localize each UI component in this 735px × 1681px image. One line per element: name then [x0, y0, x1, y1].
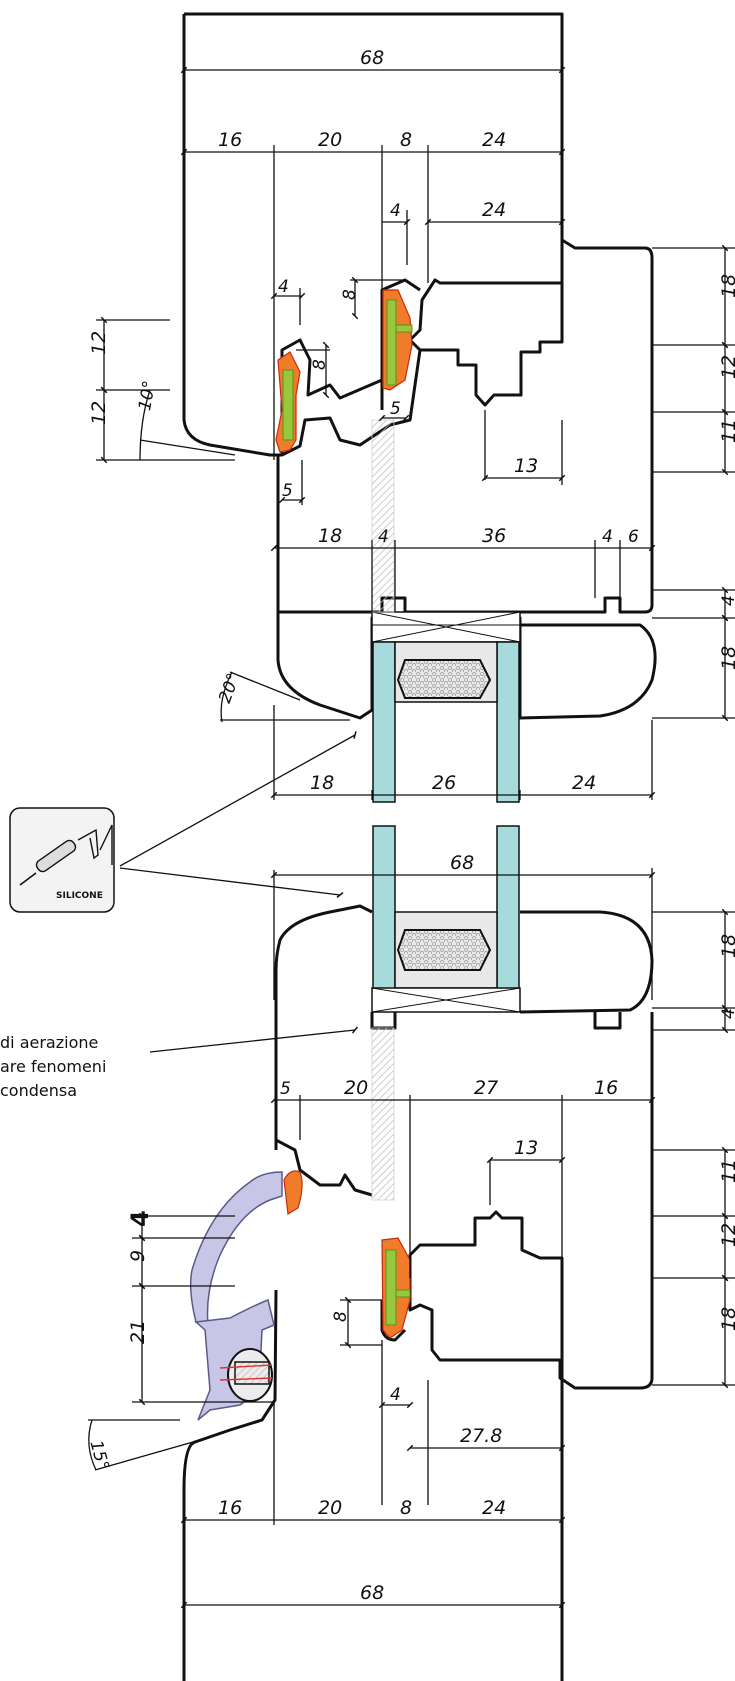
top-angle-20: 20°	[215, 671, 244, 706]
bottom-dimensions	[88, 868, 735, 1609]
bottom-row-16: 16	[218, 1497, 242, 1519]
top-row3-36: 36	[482, 525, 506, 547]
bottom-dimension-labels: 68 18 4 5 20 27 16 13 11 12 18 4 9 21 8 …	[85, 852, 735, 1604]
top-sash-profile	[276, 278, 657, 720]
bottom-dim-20: 20	[344, 1077, 368, 1099]
top-right-18: 18	[718, 274, 735, 298]
top-bottom-26: 26	[432, 772, 456, 794]
bottom-dim-16: 16	[594, 1077, 618, 1099]
top-dim-20: 20	[318, 129, 342, 151]
bottom-angle-15: 15°	[85, 1438, 112, 1472]
bottom-right-11: 11	[718, 1159, 735, 1183]
bottom-dim-27: 27	[474, 1077, 498, 1099]
top-overall-68: 68	[360, 47, 384, 69]
glass-pane-inner-top	[496, 641, 520, 803]
bottom-right-12: 12	[718, 1223, 735, 1247]
top-frame-profile	[182, 12, 654, 614]
top-row3-4a: 4	[378, 527, 389, 547]
bottom-right-18: 18	[718, 934, 735, 958]
bottom-dim-5: 5	[280, 1079, 291, 1099]
top-dim-5a: 5	[390, 399, 401, 419]
bottom-overall-68b: 68	[360, 1582, 384, 1604]
top-angle-10: 10°	[135, 379, 160, 412]
top-row3-6: 6	[628, 527, 639, 547]
vent-channel-top	[371, 419, 395, 613]
bottom-right-18b: 18	[718, 1307, 735, 1331]
top-row3-4b: 4	[602, 527, 613, 547]
top-dim-5b: 5	[282, 481, 293, 501]
top-dim-8: 8	[400, 129, 412, 151]
bottom-glazing-unit	[371, 825, 521, 1013]
top-right-4: 4	[719, 595, 735, 606]
top-glazing-unit	[371, 611, 521, 803]
top-right-12: 12	[718, 355, 735, 379]
top-gasket-set	[275, 289, 413, 453]
silicone-callout: SILICONE	[9, 731, 357, 913]
top-dim-13: 13	[514, 455, 538, 477]
top-bottom-24: 24	[572, 772, 596, 794]
top-dimension-labels: 68 16 20 8 24 24 4 4 8 8 5 5 13 12 12 10…	[88, 47, 735, 794]
top-dim-16: 16	[218, 129, 242, 151]
top-right-11: 11	[718, 419, 735, 443]
vent-channel-bottom	[371, 1027, 395, 1201]
bottom-frame-profile	[182, 1028, 564, 1681]
bottom-dim-4: 4	[390, 1385, 401, 1405]
top-dim-4b: 4	[278, 277, 289, 297]
top-dim-24: 24	[482, 129, 506, 151]
bottom-gasket-set	[283, 1170, 411, 1339]
bottom-dim-27-8: 27.8	[460, 1425, 502, 1447]
bottom-left-21: 21	[127, 1320, 149, 1344]
top-dim-8a: 8	[340, 289, 360, 300]
silicone-gun-icon	[19, 824, 113, 886]
vent-note-line1: di aerazione	[0, 1033, 98, 1052]
bottom-dim-8: 8	[331, 1311, 351, 1322]
bottom-right-4: 4	[719, 1008, 735, 1019]
vent-note-callout: di aerazione are fenomeni condensa	[0, 1026, 358, 1100]
vent-note-line2: are fenomeni	[0, 1057, 106, 1076]
top-dim-8b: 8	[310, 359, 330, 370]
glass-pane-outer-bottom	[372, 825, 396, 1007]
top-bottom-18: 18	[310, 772, 334, 794]
bottom-row-20: 20	[318, 1497, 342, 1519]
silicone-label: SILICONE	[56, 891, 103, 901]
top-dim-4a: 4	[390, 201, 401, 221]
bottom-row-24: 24	[482, 1497, 506, 1519]
glass-pane-inner-bottom	[496, 825, 520, 1007]
bottom-dim-13: 13	[514, 1137, 538, 1159]
top-right-18b: 18	[718, 646, 735, 670]
bottom-left-9: 9	[127, 1250, 149, 1262]
top-dimensions	[96, 66, 735, 800]
vent-note-line3: condensa	[0, 1081, 77, 1100]
top-left-12a: 12	[88, 331, 110, 355]
top-dim-24b: 24	[482, 199, 506, 221]
top-left-12b: 12	[88, 401, 110, 425]
glass-pane-outer-top	[372, 641, 396, 803]
bottom-left-4: 4	[126, 1210, 154, 1227]
bottom-overall-68a: 68	[450, 852, 474, 874]
top-row3-18: 18	[318, 525, 342, 547]
bottom-row-8: 8	[400, 1497, 412, 1519]
drip-profile	[189, 1171, 283, 1421]
